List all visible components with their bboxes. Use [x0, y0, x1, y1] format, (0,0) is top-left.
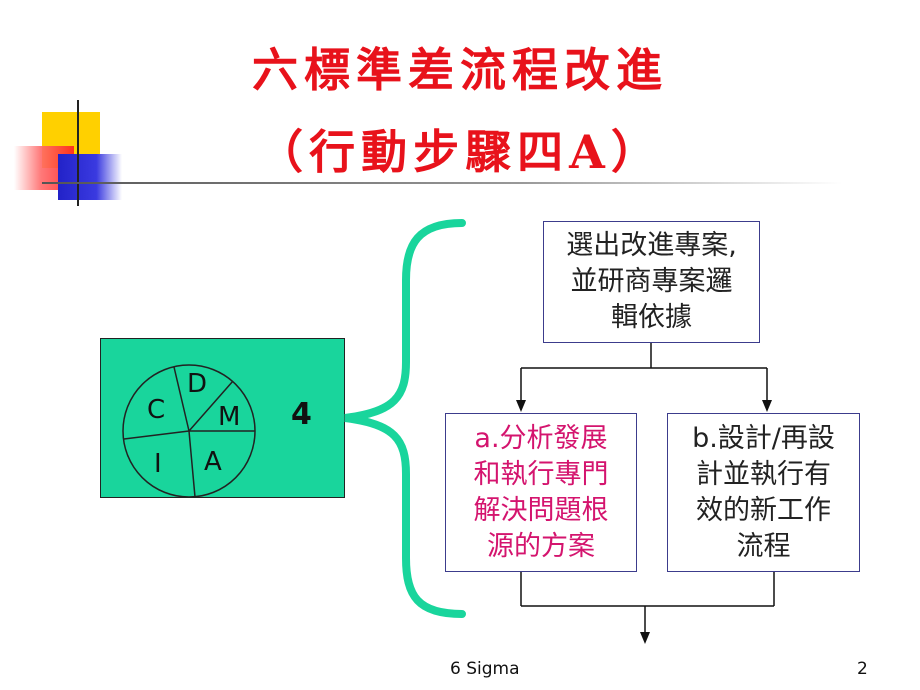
footer-label: 6 Sigma — [450, 659, 520, 679]
design-step-line-3: 效的新工作 — [695, 494, 831, 526]
top-step-line-2: 並研商專案邏 — [570, 266, 733, 297]
blue-square — [58, 154, 122, 200]
curly-brace — [344, 219, 466, 618]
page-title: 六標準差流程改進 — [252, 43, 668, 97]
analysis-step-line-1: a.分析發展 — [474, 422, 608, 454]
design-step-box: b.設計/再設 計並執行有 效的新工作 流程 — [667, 413, 860, 572]
dmaic-c-label: C — [147, 395, 166, 425]
step-number: 4 — [291, 397, 312, 432]
analysis-step-box: a.分析發展 和執行專門 解決問題根 源的方案 — [445, 413, 637, 572]
analysis-step-line-3: 解決問題根 — [473, 494, 609, 526]
page-number: 2 — [857, 659, 868, 679]
design-step-line-2: 計並執行有 — [695, 458, 831, 490]
title-underline — [42, 182, 842, 184]
analysis-step-line-4: 源的方案 — [487, 530, 595, 562]
arrow-left-branch — [516, 400, 526, 412]
decorative-squares — [0, 100, 140, 210]
top-step-line-3: 輯依據 — [611, 302, 692, 333]
design-step-line-1: b.設計/再設 — [692, 422, 835, 454]
arrow-right-branch — [762, 400, 772, 412]
dmaic-m-label: M — [218, 402, 241, 432]
top-step-box: 選出改進專案, 並研商專案邏 輯依據 — [543, 221, 760, 343]
dmaic-box: D M A I C 4 — [100, 338, 345, 498]
page-subtitle: （行動步驟四A） — [257, 125, 663, 179]
dmaic-a-label: A — [204, 447, 222, 477]
analysis-step-line-2: 和執行專門 — [473, 458, 609, 490]
design-step-line-4: 流程 — [736, 530, 791, 562]
arrow-bottom — [640, 632, 650, 644]
dmaic-i-label: I — [154, 449, 162, 479]
top-step-line-1: 選出改進專案, — [566, 230, 737, 261]
vertical-rule — [77, 100, 79, 206]
dmaic-d-label: D — [187, 369, 208, 399]
dmaic-pie — [122, 364, 256, 498]
